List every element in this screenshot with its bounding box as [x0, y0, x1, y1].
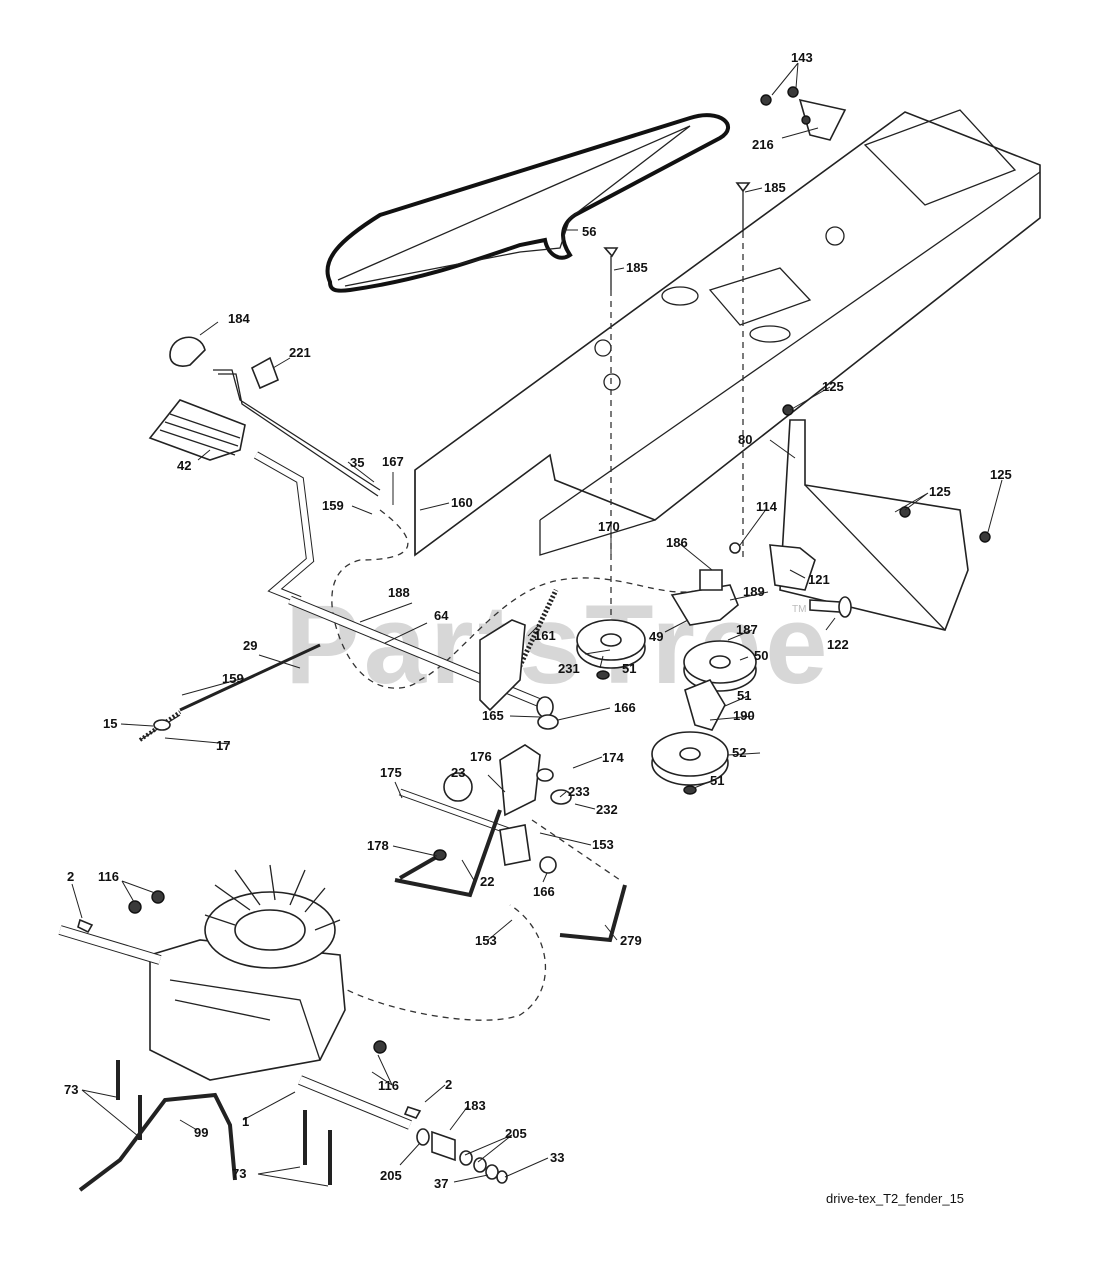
callout-216: 216: [752, 137, 774, 152]
callout-160: 160: [451, 495, 473, 510]
callout-231: 231: [558, 661, 580, 676]
callout-125-right: 125: [990, 467, 1012, 482]
callout-73-lower: 73: [232, 1166, 246, 1181]
callout-170: 170: [598, 519, 620, 534]
callout-17: 17: [216, 738, 230, 753]
callout-186: 186: [666, 535, 688, 550]
callout-161: 161: [534, 628, 556, 643]
callout-29: 29: [243, 638, 257, 653]
callout-279: 279: [620, 933, 642, 948]
callout-189: 189: [743, 584, 765, 599]
callout-153-upper: 153: [592, 837, 614, 852]
pulley-50: [683, 640, 757, 692]
callout-221: 221: [289, 345, 311, 360]
pulley-52: [651, 731, 729, 795]
callout-116-lower: 116: [378, 1078, 399, 1093]
bracket-176: [499, 744, 541, 817]
callout-37: 37: [434, 1176, 448, 1191]
callout-185-upper: 185: [764, 180, 786, 195]
callout-125-middle: 125: [929, 484, 951, 499]
callout-187: 187: [736, 622, 758, 637]
callout-190: 190: [733, 708, 755, 723]
oring-23: [443, 772, 473, 802]
callout-178: 178: [367, 838, 389, 853]
callout-51-lower: 51: [710, 773, 724, 788]
callout-159-upper: 159: [322, 498, 344, 513]
bracket-190: [684, 679, 726, 731]
callout-165: 165: [482, 708, 504, 723]
callout-99: 99: [194, 1125, 208, 1140]
callout-232: 232: [596, 802, 618, 817]
callout-116-upper: 116: [98, 869, 119, 884]
callout-174: 174: [602, 750, 624, 765]
leader-lines: [71, 62, 1003, 1187]
callout-33: 33: [550, 1150, 564, 1165]
callout-175: 175: [380, 765, 402, 780]
callout-50: 50: [754, 648, 768, 663]
callout-56: 56: [582, 224, 596, 239]
callout-labels: 143 216 185 185 56 184 221 42 35 167 159…: [64, 50, 1012, 1191]
callout-188: 188: [388, 585, 410, 600]
callout-114: 114: [756, 499, 778, 514]
callout-51-left: 51: [622, 661, 636, 676]
callout-22: 22: [480, 874, 494, 889]
diagram-caption: drive-tex_T2_fender_15: [826, 1191, 964, 1206]
callout-167: 167: [382, 454, 404, 469]
callout-35: 35: [350, 455, 364, 470]
callout-143: 143: [791, 50, 813, 65]
watermark-tm: TM: [792, 604, 806, 615]
pulley-231: [576, 619, 646, 680]
callout-23: 23: [451, 765, 465, 780]
callout-205-right: 205: [505, 1126, 527, 1141]
callout-166-lower: 166: [533, 884, 555, 899]
knob-184: [169, 336, 206, 367]
callout-183: 183: [464, 1098, 486, 1113]
callout-153-lower: 153: [475, 933, 497, 948]
callout-205-left: 205: [380, 1168, 402, 1183]
frame: [414, 109, 1041, 557]
drive-belt: [325, 113, 730, 293]
callout-185-lower: 185: [626, 260, 648, 275]
callout-166-upper: 166: [614, 700, 636, 715]
callout-159-lower: 159: [222, 671, 244, 686]
callout-176: 176: [470, 749, 492, 764]
callout-2-right: 2: [445, 1077, 452, 1092]
callout-15: 15: [103, 716, 117, 731]
callout-184: 184: [228, 311, 250, 326]
callout-2-left: 2: [67, 869, 74, 884]
callout-51-middle: 51: [737, 688, 751, 703]
bracket-80: [779, 419, 969, 631]
callout-233: 233: [568, 784, 590, 799]
callout-52: 52: [732, 745, 746, 760]
bracket-121: [769, 544, 816, 591]
pedal-42: [148, 399, 246, 461]
callout-64: 64: [434, 608, 449, 623]
callout-121: 121: [808, 572, 830, 587]
callout-1: 1: [242, 1114, 249, 1129]
callout-125-upper: 125: [822, 379, 844, 394]
callout-73-upper: 73: [64, 1082, 78, 1097]
callout-80: 80: [738, 432, 752, 447]
callout-42: 42: [177, 458, 191, 473]
callout-49: 49: [649, 629, 663, 644]
callout-122: 122: [827, 637, 849, 652]
clip-221: [250, 356, 280, 390]
transaxle: [58, 864, 412, 1130]
